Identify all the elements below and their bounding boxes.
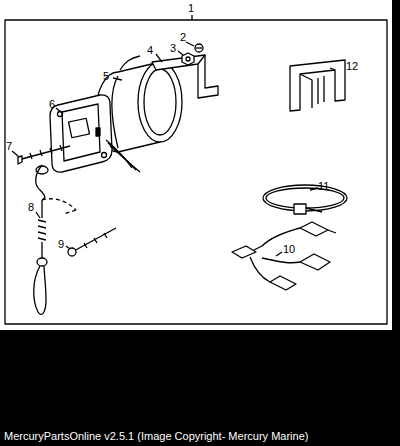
leader-line [178,51,183,55]
leader-line [56,108,62,113]
callout-number: 2 [180,31,186,43]
callout-number: 5 [103,70,109,82]
callout-number: 12 [346,60,358,72]
callout-number: 6 [49,98,55,110]
callout-number: 8 [28,201,34,213]
mounting-flange [50,95,112,172]
leader-line [310,188,318,190]
screw [18,145,70,164]
wire-harness [232,222,336,290]
leader-line [156,54,162,62]
callout-number: 11 [318,180,329,192]
callout-number: 10 [283,243,295,255]
nut [182,53,194,65]
leader-line [36,212,40,218]
switch-wires [106,56,140,172]
callout-number: 1 [188,2,194,14]
leader-line [191,15,192,20]
callout-number: 9 [58,238,64,250]
leader-line [113,78,122,80]
white-panel [0,0,392,330]
screw [195,44,203,52]
leader-line [66,246,70,249]
kit-frame [5,20,387,324]
screw [68,228,116,256]
callout-number: 7 [6,140,12,152]
callout-number: 3 [170,42,176,54]
leader-line [12,151,18,156]
lanyard-cord [34,165,76,314]
tie-strap [263,185,347,214]
watermark: MercuryPartsOnline v2.5.1 (Image Copyrig… [4,430,308,442]
leader-line [186,42,194,46]
callout-number: 4 [147,44,153,56]
clip [290,60,345,111]
leader-line [276,252,282,256]
